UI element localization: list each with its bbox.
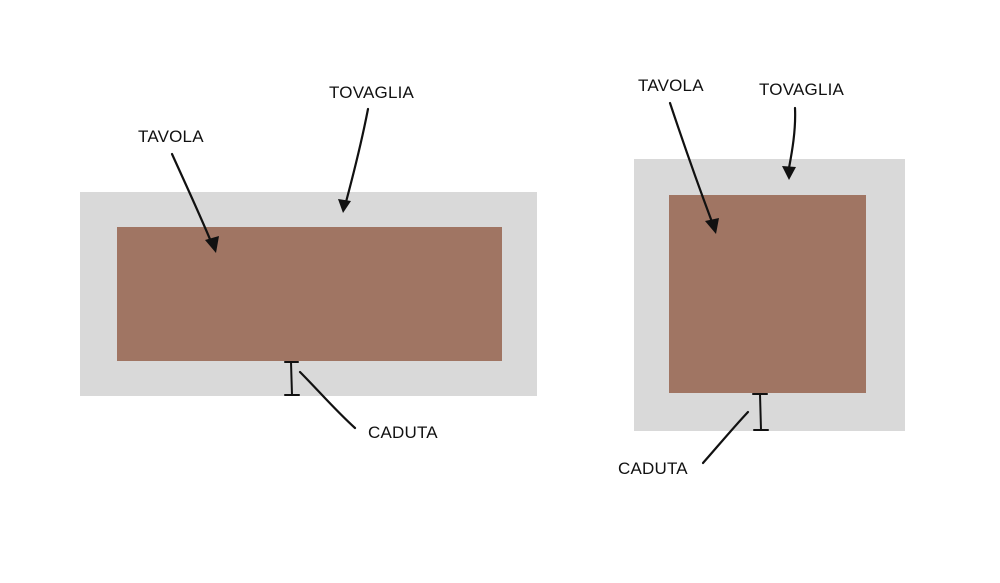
tablecloth-label-right: TOVAGLIA <box>759 80 845 99</box>
drop-label-right: CADUTA <box>618 459 688 478</box>
drop-leader-left <box>298 370 357 430</box>
drop-leader-right <box>701 410 750 465</box>
tablecloth-arrow-left <box>344 107 370 204</box>
table-label-left: TAVOLA <box>138 127 204 146</box>
table-rect-right <box>669 195 866 393</box>
table-arrowhead-right <box>705 218 719 234</box>
table-label-right: TAVOLA <box>638 76 704 95</box>
tablecloth-arrowhead-right <box>782 166 796 180</box>
drop-label-left: CADUTA <box>368 423 438 442</box>
table-arrowhead-left <box>205 236 219 253</box>
table-arrow-right <box>668 101 714 224</box>
square-table-figure: TAVOLA TOVAGLIA CADUTA <box>618 76 905 478</box>
drop-bracket-right <box>752 393 769 431</box>
rectangular-table-figure: TAVOLA TOVAGLIA CADUTA <box>80 83 537 442</box>
tablecloth-arrow-right <box>787 106 797 170</box>
table-rect-left <box>117 227 502 361</box>
drop-bracket-left <box>284 361 300 396</box>
table-arrow-left <box>170 152 214 246</box>
tablecloth-label-left: TOVAGLIA <box>329 83 415 102</box>
tablecloth-arrowhead-left <box>338 199 351 213</box>
